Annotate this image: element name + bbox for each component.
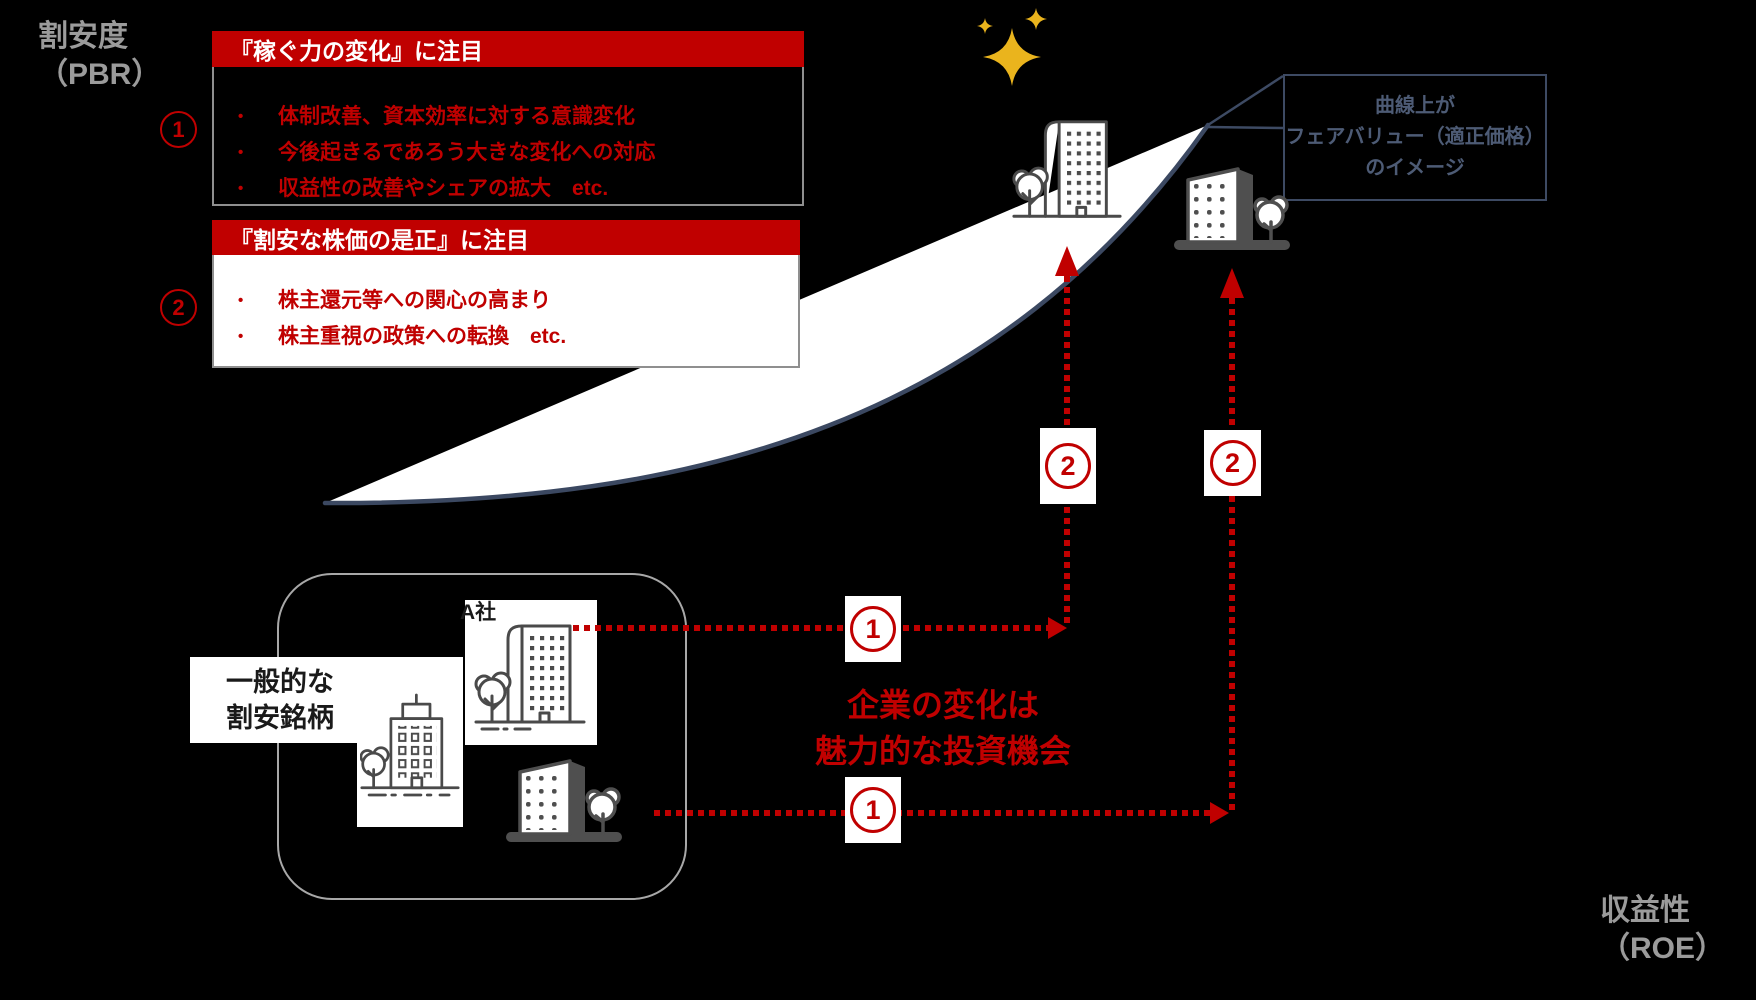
arrow-1-circled-number: 1 xyxy=(850,606,896,652)
callout-line1: 曲線上が xyxy=(1375,95,1455,117)
focus-box-2: 『割安な株価の是正』に注目 株主還元等への関心の高まり 株主重視の政策への転換 … xyxy=(212,220,800,368)
investment-message-line1: 企業の変化は xyxy=(846,687,1039,723)
roe-axis-line1: 収益性 xyxy=(1600,894,1690,927)
focus-box-1-bullet: 収益性の改善やシェアの拡大 etc. xyxy=(214,171,802,207)
investment-message-line2: 魅力的な投資機会 xyxy=(814,733,1071,769)
focus-box-1: 『稼ぐ力の変化』に注目 体制改善、資本効率に対する意識変化 今後起きるであろう大… xyxy=(212,31,804,206)
callout-line2: フェアバリュー（適正価格） xyxy=(1285,126,1545,148)
pbr-axis-label: 割安度 （PBR） xyxy=(38,18,161,94)
focus-box-1-bullet: 体制改善、資本効率に対する意識変化 xyxy=(214,99,802,135)
building-tower-icon xyxy=(470,612,590,740)
vertical-1-circled-number: 2 xyxy=(1045,443,1091,489)
pbr-axis-line2: （PBR） xyxy=(38,58,162,91)
dotted-arrow-2-head-icon xyxy=(1210,802,1229,824)
focus-box-1-body: 体制改善、資本効率に対する意識変化 今後起きるであろう大きな変化への対応 収益性… xyxy=(212,67,804,206)
fair-value-curve xyxy=(322,122,1211,506)
callout-line3: のイメージ xyxy=(1365,157,1465,179)
building-on-curve-icon xyxy=(1008,112,1126,230)
building-midrise-icon xyxy=(360,682,460,818)
pbr-axis-line1: 割安度 xyxy=(38,20,128,53)
focus-box-1-bullet: 今後起きるであろう大きな変化への対応 xyxy=(214,135,802,171)
dotted-arrow-2-line xyxy=(654,810,1210,816)
vertical-1-number-box: 2 xyxy=(1040,428,1096,504)
vertical-arrow-2-head-icon xyxy=(1220,268,1244,298)
callout-box: 曲線上が フェアバリュー（適正価格） のイメージ xyxy=(1283,74,1547,201)
value-group-label-line2: 割安銘柄 xyxy=(226,703,334,733)
focus-box-2-header: 『割安な株価の是正』に注目 xyxy=(212,220,800,255)
roe-axis-label: 収益性 （ROE） xyxy=(1600,892,1725,968)
value-group-label: 一般的な 割安銘柄 xyxy=(190,657,370,743)
callout-leader-lines xyxy=(1207,74,1284,130)
value-group-label-line1: 一般的な xyxy=(226,667,334,697)
dotted-arrow-1-head-icon xyxy=(1048,617,1067,639)
investment-message: 企業の変化は 魅力的な投資機会 xyxy=(788,682,1098,774)
company-a-label: A社 xyxy=(460,601,497,624)
building-right-icon xyxy=(1168,158,1298,258)
sparkle-icon xyxy=(977,8,1047,86)
vertical-arrow-1-head-icon xyxy=(1055,246,1079,276)
arrow-1-number-box: 1 xyxy=(845,596,901,662)
focus-box-2-bullet: 株主重視の政策への転換 etc. xyxy=(214,319,798,355)
focus-box-2-body: 株主還元等への関心の高まり 株主重視の政策への転換 etc. xyxy=(212,255,800,368)
vertical-arrow-2-line xyxy=(1229,298,1235,810)
roe-axis-line2: （ROE） xyxy=(1600,932,1726,965)
building-3d-icon xyxy=(500,750,630,850)
arrow-2-circled-number: 1 xyxy=(850,787,896,833)
circled-number-2-label: 2 xyxy=(160,289,197,326)
circled-number-1-label: 1 xyxy=(160,111,197,148)
focus-box-2-bullet: 株主還元等への関心の高まり xyxy=(214,283,798,319)
dotted-arrow-1-line xyxy=(573,625,1048,631)
vertical-2-number-box: 2 xyxy=(1204,430,1261,496)
vertical-2-circled-number: 2 xyxy=(1209,440,1256,486)
focus-box-1-header: 『稼ぐ力の変化』に注目 xyxy=(212,31,804,67)
arrow-2-number-box: 1 xyxy=(845,777,901,843)
